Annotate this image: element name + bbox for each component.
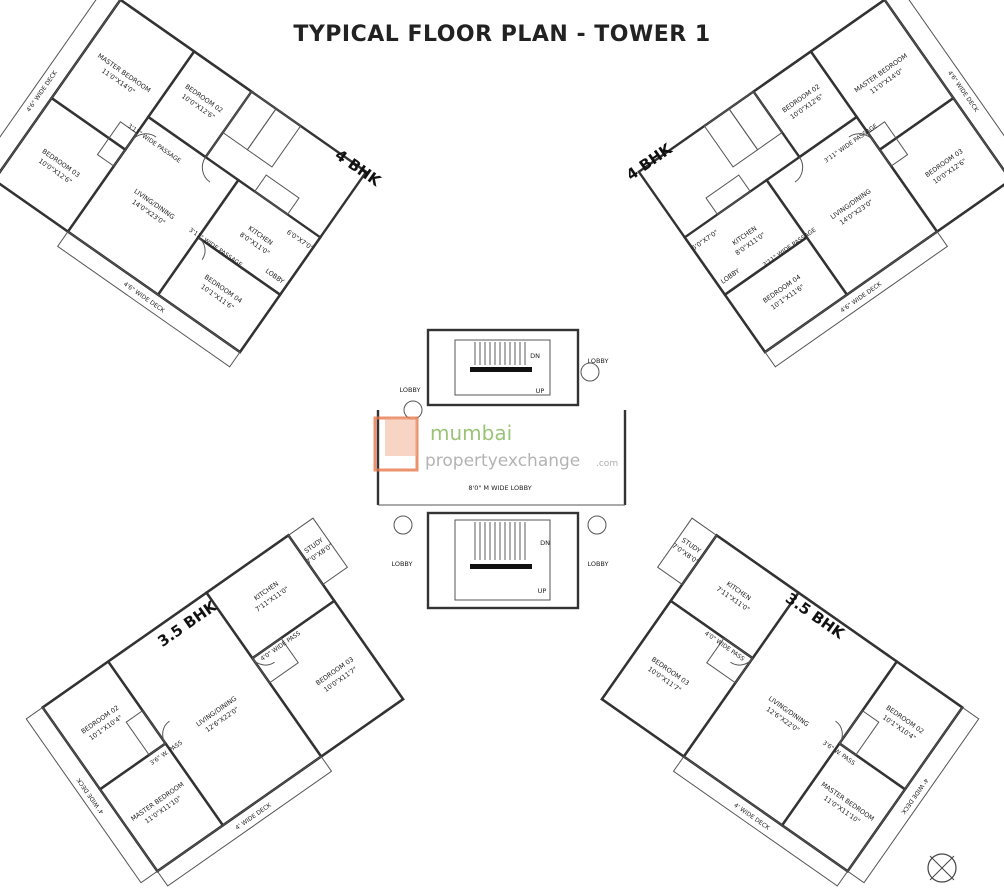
stair-bottom-dn: DN [540, 539, 550, 547]
pass-label: 4'0" WIDE PASS [259, 630, 302, 663]
unit-top-right: MASTER BEDROOM 11'0"X14'0" BEDROOM 02 10… [637, 0, 1004, 368]
watermark-logo: mumbai propertyexchange .com [373, 416, 618, 472]
stair-top-dn: DN [530, 352, 540, 360]
stair-bottom-up: UP [538, 587, 547, 595]
passage-label: 3'11" WIDE PASSAGE [126, 123, 182, 165]
north-arrow-icon [927, 853, 957, 883]
stair-top-treads [470, 342, 532, 372]
passage-label: 3'11" WIDE PASSAGE [823, 122, 879, 164]
lobby-label-4: LOBBY [587, 560, 608, 568]
lobby-label-2: LOBBY [587, 357, 608, 365]
passage-label-2: 3'11" WIDE PASSAGE [762, 226, 818, 268]
unit-bottom-right: BEDROOM 02 10'1"X10'4" MASTER BEDROOM 11… [600, 517, 980, 887]
passage-label-2: 3'11" WIDE PASSAGE [188, 227, 244, 269]
unit-bottom-left: BEDROOM 02 10'1"X10'4" MASTER BEDROOM 11… [25, 517, 405, 887]
watermark-line2: propertyexchange [425, 451, 580, 471]
room-lobby: LOBBY [264, 267, 286, 286]
pass-label: 4'0" WIDE PASS [703, 630, 746, 663]
unit-top-left: MASTER BEDROOM 11'0"X14'0" BEDROOM 02 10… [0, 0, 368, 368]
unit-label-35bhk-right: 3.5 BHK [782, 589, 849, 643]
stair-top-up: UP [536, 387, 545, 395]
lobby-label-1: LOBBY [399, 386, 420, 394]
page-title: TYPICAL FLOOR PLAN - TOWER 1 [293, 22, 711, 47]
room-lobby: LOBBY [719, 267, 741, 286]
central-core: DN UP DN UP LOBBY LOBBY LOBBY L [376, 328, 627, 610]
watermark-line1: mumbai [430, 421, 512, 445]
watermark-suffix: .com [596, 459, 618, 469]
lobby-label-3: LOBBY [391, 560, 412, 568]
stair-bottom-treads [470, 522, 532, 569]
unit-label-4bhk-right: 4 BHK [623, 139, 676, 184]
wide-lobby-label: 8'0" M WIDE LOBBY [468, 484, 531, 492]
